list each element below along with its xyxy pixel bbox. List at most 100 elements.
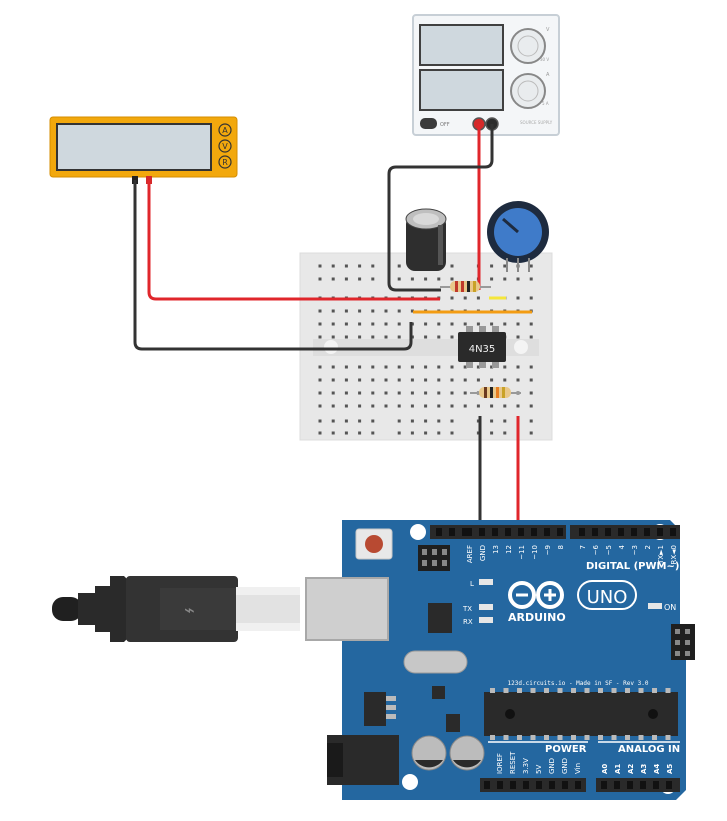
breadboard-hole[interactable] (344, 365, 348, 369)
breadboard-hole[interactable] (450, 365, 454, 369)
header-pin[interactable] (557, 528, 563, 536)
breadboard-hole[interactable] (437, 419, 441, 423)
header-pin[interactable] (575, 781, 581, 789)
breadboard-hole[interactable] (397, 335, 401, 339)
breadboard-hole[interactable] (516, 296, 520, 300)
breadboard-hole[interactable] (397, 391, 401, 395)
breadboard-hole[interactable] (503, 404, 507, 408)
header-pin[interactable] (627, 781, 633, 789)
optocoupler-ic[interactable]: 4N35 (458, 326, 506, 368)
breadboard-hole[interactable] (490, 264, 494, 268)
breadboard-hole[interactable] (476, 365, 480, 369)
breadboard-hole[interactable] (450, 322, 454, 326)
breadboard-hole[interactable] (358, 404, 362, 408)
breadboard-hole[interactable] (424, 365, 428, 369)
breadboard-hole[interactable] (450, 431, 454, 435)
breadboard-hole[interactable] (344, 419, 348, 423)
breadboard-hole[interactable] (371, 309, 375, 313)
breadboard-hole[interactable] (331, 277, 335, 281)
breadboard-hole[interactable] (490, 419, 494, 423)
breadboard-hole[interactable] (331, 404, 335, 408)
breadboard-hole[interactable] (358, 322, 362, 326)
breadboard-hole[interactable] (371, 365, 375, 369)
voltage-knob[interactable] (510, 28, 546, 64)
breadboard-hole[interactable] (344, 264, 348, 268)
header-pin[interactable] (505, 528, 511, 536)
breadboard-hole[interactable] (490, 431, 494, 435)
header-pin[interactable] (562, 781, 568, 789)
breadboard-hole[interactable] (344, 404, 348, 408)
breadboard-hole[interactable] (371, 378, 375, 382)
breadboard-hole[interactable] (384, 378, 388, 382)
breadboard-hole[interactable] (318, 277, 322, 281)
mode-a-button[interactable]: A (218, 123, 232, 137)
breadboard-hole[interactable] (358, 309, 362, 313)
current-knob[interactable] (510, 73, 546, 109)
breadboard-hole[interactable] (397, 322, 401, 326)
breadboard-hole[interactable] (437, 277, 441, 281)
breadboard-hole[interactable] (410, 365, 414, 369)
breadboard-hole[interactable] (384, 391, 388, 395)
breadboard-hole[interactable] (397, 431, 401, 435)
breadboard-hole[interactable] (358, 419, 362, 423)
breadboard-hole[interactable] (529, 431, 533, 435)
breadboard-hole[interactable] (516, 378, 520, 382)
header-pin[interactable] (531, 528, 537, 536)
breadboard-hole[interactable] (529, 322, 533, 326)
breadboard-hole[interactable] (437, 404, 441, 408)
breadboard-hole[interactable] (450, 419, 454, 423)
breadboard-hole[interactable] (344, 309, 348, 313)
breadboard-hole[interactable] (410, 309, 414, 313)
header-pin[interactable] (436, 528, 442, 536)
breadboard-hole[interactable] (410, 419, 414, 423)
breadboard-hole[interactable] (450, 391, 454, 395)
breadboard-hole[interactable] (529, 378, 533, 382)
breadboard-hole[interactable] (384, 404, 388, 408)
breadboard-hole[interactable] (358, 277, 362, 281)
breadboard-hole[interactable] (318, 404, 322, 408)
breadboard-hole[interactable] (529, 264, 533, 268)
breadboard-hole[interactable] (463, 365, 467, 369)
header-pin[interactable] (605, 528, 611, 536)
breadboard-hole[interactable] (463, 404, 467, 408)
breadboard-hole[interactable] (331, 264, 335, 268)
breadboard-hole[interactable] (424, 404, 428, 408)
breadboard-hole[interactable] (384, 322, 388, 326)
breadboard-hole[interactable] (344, 322, 348, 326)
header-pin[interactable] (657, 528, 663, 536)
header-pin[interactable] (449, 528, 455, 536)
breadboard-hole[interactable] (529, 365, 533, 369)
breadboard-hole[interactable] (331, 431, 335, 435)
breadboard-hole[interactable] (516, 322, 520, 326)
breadboard-hole[interactable] (503, 378, 507, 382)
breadboard-hole[interactable] (318, 335, 322, 339)
breadboard-hole[interactable] (318, 264, 322, 268)
header-pin[interactable] (466, 528, 472, 536)
breadboard-hole[interactable] (476, 419, 480, 423)
breadboard-hole[interactable] (503, 431, 507, 435)
breadboard-hole[interactable] (397, 365, 401, 369)
breadboard-hole[interactable] (424, 322, 428, 326)
breadboard-hole[interactable] (490, 378, 494, 382)
breadboard-hole[interactable] (490, 322, 494, 326)
breadboard-hole[interactable] (476, 431, 480, 435)
breadboard-hole[interactable] (331, 391, 335, 395)
breadboard-hole[interactable] (371, 431, 375, 435)
breadboard-hole[interactable] (318, 309, 322, 313)
breadboard-hole[interactable] (344, 277, 348, 281)
wire-multimeter-black[interactable] (133, 180, 413, 351)
usb-cable[interactable]: ⌁ (52, 576, 300, 642)
breadboard-hole[interactable] (503, 277, 507, 281)
header-pin[interactable] (497, 781, 503, 789)
breadboard-hole[interactable] (318, 391, 322, 395)
breadboard-hole[interactable] (358, 365, 362, 369)
power-switch[interactable] (420, 118, 437, 129)
breadboard-hole[interactable] (503, 322, 507, 326)
breadboard-hole[interactable] (490, 404, 494, 408)
breadboard-hole[interactable] (371, 419, 375, 423)
resistor-top[interactable] (440, 281, 491, 292)
breadboard-hole[interactable] (410, 277, 414, 281)
header-pin[interactable] (614, 781, 620, 789)
breadboard-hole[interactable] (358, 264, 362, 268)
breadboard-hole[interactable] (437, 431, 441, 435)
